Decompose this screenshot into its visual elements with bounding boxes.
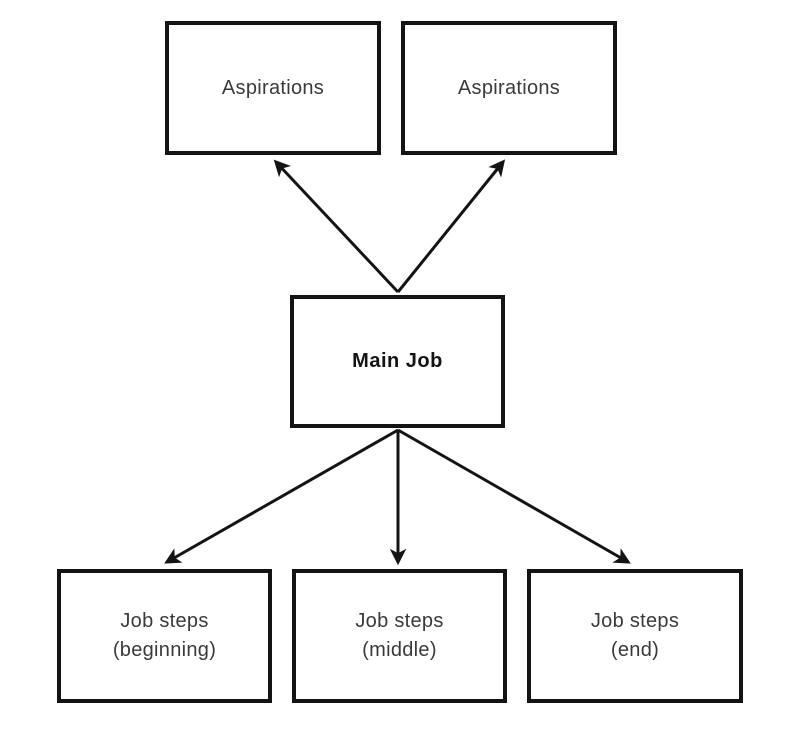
node-job-steps-end: Job steps (end) bbox=[527, 569, 743, 703]
node-label: Aspirations bbox=[457, 76, 561, 99]
node-aspirations-left: Aspirations bbox=[165, 21, 381, 155]
arrow-main-to-job-steps-end bbox=[397, 428, 631, 564]
node-aspirations-right: Aspirations bbox=[401, 21, 617, 155]
arrow-main-to-job-steps-beginning bbox=[164, 428, 399, 564]
node-job-steps-middle: Job steps (middle) bbox=[292, 569, 507, 703]
node-label: Job steps bbox=[355, 610, 444, 632]
arrow-main-to-aspirations-left bbox=[273, 159, 400, 294]
node-job-steps-beginning: Job steps (beginning) bbox=[57, 569, 272, 703]
node-label: Job steps bbox=[120, 610, 209, 632]
node-sublabel: (end) bbox=[610, 639, 660, 661]
node-main-job: Main Job bbox=[290, 295, 505, 428]
node-label: Aspirations bbox=[221, 76, 325, 99]
arrow-main-to-aspirations-right bbox=[396, 159, 506, 293]
node-sublabel: (beginning) bbox=[112, 639, 217, 661]
node-sublabel: (middle) bbox=[362, 639, 437, 661]
node-label: Job steps bbox=[590, 610, 680, 632]
node-label: Main Job bbox=[352, 350, 443, 372]
